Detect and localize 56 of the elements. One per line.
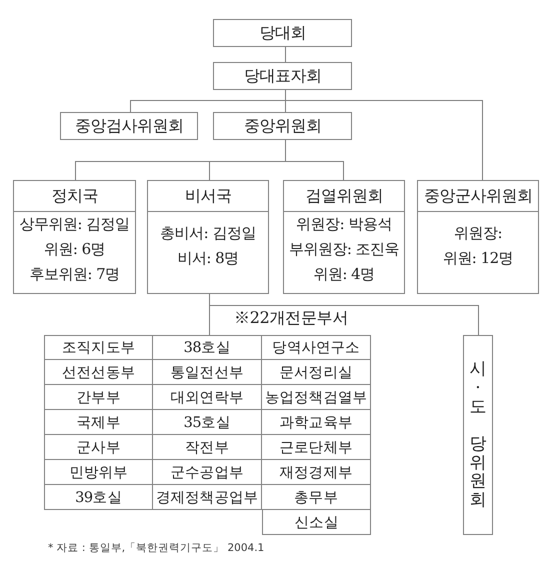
member-info: 상무위원: 김정일 [19,214,130,235]
table-cell: 작전부 [153,435,262,460]
member-info: 위원: 4명 [313,264,375,285]
unit-name: 당대회 [258,22,307,44]
org-box [417,180,539,294]
table-cell: 39호실 [44,485,153,510]
connector-line [285,140,344,180]
member-info: 위원: 6명 [44,239,106,260]
table-cell: 문서정리실 [262,360,371,385]
member-info: 비서: 8명 [177,248,239,269]
org-box [213,19,352,47]
member-info: 총비서: 김정일 [160,223,256,244]
unit-name: 당대표자회 [242,65,322,87]
unit-title: 비서국 [148,181,268,212]
unit-name: 중앙검사위원회 [74,115,184,137]
connector-line [285,90,483,180]
table-cell: 간부부 [44,385,153,410]
unit-title: 검열위원회 [284,181,404,212]
table-cell: 과학교육부 [262,410,371,435]
unit-name: 시·도 당위원회 [470,360,486,510]
org-box [60,112,198,140]
table-cell: 군사부 [44,435,153,460]
table-cell: 선전선동부 [44,360,153,385]
table-cell: 민방위부 [44,460,153,485]
table-cell: 38호실 [153,335,262,360]
org-box [213,112,352,140]
unit-title: 정치국 [14,181,135,212]
table-cell: 총무부 [262,485,371,510]
member-info: 후보위원: 7명 [29,264,120,285]
table-cell: 당역사연구소 [262,335,371,360]
org-box [13,180,136,294]
table-cell: 경제정책공업부 [153,485,262,510]
table-cell: 통일전선부 [153,360,262,385]
org-box [213,62,352,90]
member-info: 위원장: [454,223,502,244]
org-box [147,180,269,294]
connector-line [209,294,479,336]
table-cell: 근로단체부 [262,435,371,460]
table-cell: 농업정책검열부 [262,385,371,410]
table-cell: 신소실 [262,510,371,535]
unit-title: 중앙군사위원회 [418,181,538,212]
table-cell: 조직지도부 [44,335,153,360]
org-box [463,335,493,535]
connector-line [285,46,286,62]
table-cell: 군수공업부 [153,460,262,485]
org-box [283,180,405,294]
table-cell: 대외연락부 [153,385,262,410]
member-info: 위원장: 박용석 [296,214,392,235]
table-cell: 국제부 [44,410,153,435]
member-info: 위원: 12명 [442,248,514,269]
member-info: 부위원장: 조진욱 [288,239,400,260]
table-heading: ※22개전문부서 [234,308,348,328]
table-cell: 35호실 [153,410,262,435]
table-cell: 재정경제부 [262,460,371,485]
unit-name: 중앙위원회 [242,115,322,137]
source-note: * 자료 : 통일부,「북한권력기구도」 2004.1 [48,541,264,555]
